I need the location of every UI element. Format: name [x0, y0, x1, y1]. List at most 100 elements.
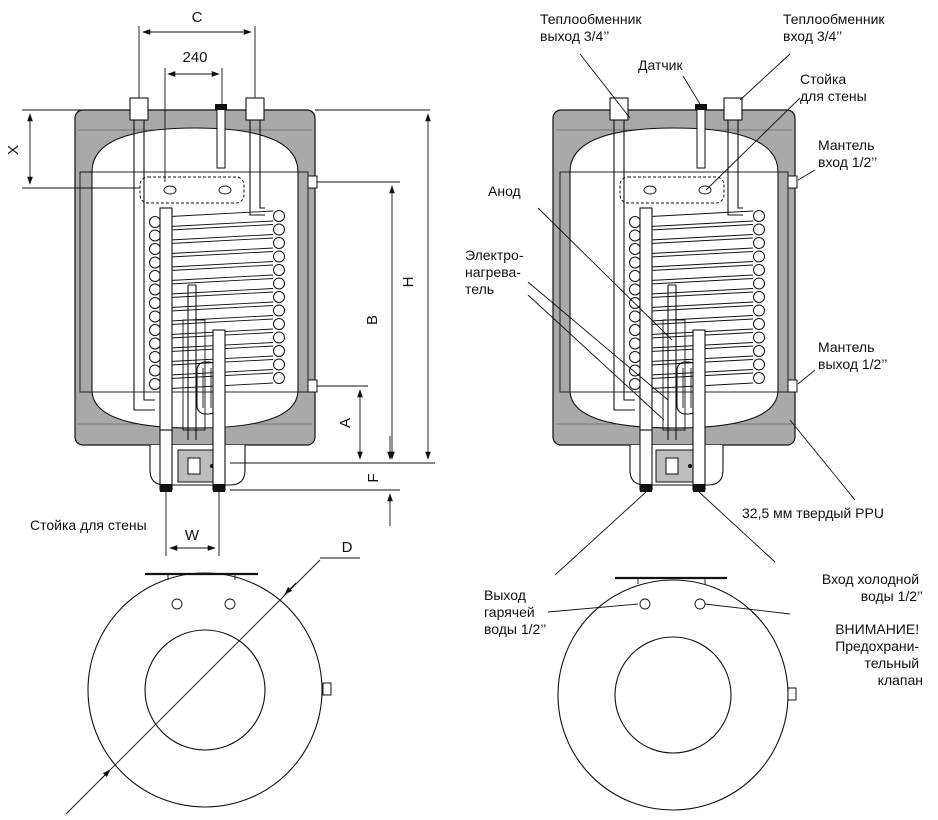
- coil-tube-line: [160, 291, 274, 299]
- coil-tube-line: [640, 220, 754, 228]
- coil-turn: [149, 283, 161, 296]
- coil-tube-line: [160, 301, 274, 309]
- right-mantle-out-nozzle: [787, 379, 798, 393]
- coil-tube-line: [160, 247, 274, 255]
- coil-turn: [273, 291, 285, 303]
- right-sensor: [696, 107, 706, 169]
- coil-turn: [273, 223, 285, 236]
- coil-turn: [629, 310, 641, 323]
- coil-tube-line: [160, 288, 274, 295]
- coil-turn: [149, 324, 161, 336]
- left-exchanger-out-pipe: [129, 97, 149, 121]
- left-top-view: D: [65, 539, 360, 815]
- left-exchanger-in-pipe: [245, 97, 265, 121]
- coil-turn: [149, 216, 161, 228]
- left-wall-bracket-dashed: [139, 176, 245, 204]
- coil-turn: [753, 237, 765, 249]
- coil-turn: [149, 229, 161, 242]
- coil-turn: [753, 331, 765, 344]
- label-exchanger-out: Теплообменник выход 3/4’’: [540, 11, 645, 44]
- coil-turn: [149, 310, 161, 323]
- coil-turn: [273, 277, 285, 290]
- coil-turn: [629, 270, 641, 282]
- coil-turn: [629, 256, 641, 269]
- coil-tube-line: [640, 291, 754, 299]
- left-mantle-out-nozzle: [307, 379, 318, 393]
- coil-turn: [273, 304, 285, 317]
- coil-turn: [149, 270, 161, 282]
- coil-tube-line: [160, 261, 274, 268]
- coil-turn: [629, 324, 641, 336]
- coil-turn: [629, 283, 641, 296]
- coil-turn: [273, 250, 285, 263]
- coil-turn: [149, 256, 161, 269]
- label-cold-in: Вход холодной воды 1/2’’: [822, 571, 923, 604]
- coil-turn: [149, 351, 161, 363]
- label-mantle-out: Мантель выход 1/2’’: [818, 339, 887, 372]
- coil-tube-line: [640, 247, 754, 255]
- coil-tube-line: [640, 315, 754, 322]
- right-inner-circle: [614, 636, 732, 754]
- coil-tube-line: [160, 251, 274, 258]
- dim-d-label: D: [342, 539, 353, 556]
- dim-a-label: A: [337, 418, 354, 428]
- coil-tube-line: [640, 224, 754, 231]
- coil-turn: [273, 372, 285, 384]
- right-labels: Теплообменник выход 3/4’’ Теплообменник …: [465, 11, 923, 688]
- left-anode: [187, 284, 197, 440]
- left-inner-circle: [144, 629, 266, 751]
- coil-turn: [753, 210, 765, 222]
- dim-h-label: H: [400, 277, 417, 288]
- left-mantle-in-nozzle: [307, 175, 318, 189]
- left-dimensions: C 240 X H B A F W Стойка для стены: [5, 9, 435, 556]
- label-insulation: 32,5 мм твердый PPU: [742, 505, 884, 521]
- coil-turn: [629, 337, 641, 350]
- dim-x-label: X: [5, 145, 22, 155]
- coil-tube-line: [160, 315, 274, 322]
- coil-tube-line: [160, 220, 274, 228]
- coil-tube-line: [640, 278, 754, 285]
- coil-turn: [753, 223, 765, 236]
- coil-turn: [273, 210, 285, 222]
- coil-turn: [149, 243, 161, 255]
- left-front-view: [74, 97, 318, 492]
- coil-turn: [273, 264, 285, 276]
- coil-turn: [629, 364, 641, 377]
- coil-tube-line: [160, 278, 274, 285]
- right-mantle-in-nozzle: [787, 175, 798, 189]
- dim-w-label: W: [185, 527, 200, 544]
- coil-turn: [753, 291, 765, 303]
- coil-tube-line: [640, 301, 754, 309]
- coil-turn: [629, 243, 641, 255]
- coil-tube-line: [640, 274, 754, 282]
- coil-turn: [753, 250, 765, 263]
- coil-tube-line: [640, 251, 754, 258]
- right-anode: [667, 284, 677, 440]
- coil-tube-line: [640, 264, 754, 272]
- coil-tube-line: [160, 318, 274, 326]
- left-outer-circle: [87, 572, 323, 808]
- coil-tube-line: [160, 234, 274, 241]
- right-wall-bracket-dashed: [619, 176, 725, 204]
- coil-turn: [273, 318, 285, 330]
- dim-c-label: C: [192, 9, 203, 26]
- coil-turn: [273, 345, 285, 357]
- coil-turn: [753, 358, 765, 371]
- dim-f-label: F: [365, 473, 382, 482]
- label-heater: Электро- нагрева- тель: [465, 247, 527, 297]
- coil-turn: [273, 358, 285, 371]
- coil-tube-line: [640, 237, 754, 245]
- coil-turn: [629, 351, 641, 363]
- coil-tube-line: [160, 224, 274, 231]
- label-warning: ВНИМАНИЕ! Предохрани- тельный клапан: [835, 621, 923, 688]
- coil-turn: [753, 372, 765, 384]
- coil-turn: [629, 229, 641, 242]
- label-wall-bracket: Стойка для стены: [800, 71, 867, 104]
- coil-turn: [629, 216, 641, 228]
- coil-turn: [753, 318, 765, 330]
- left-sensor: [216, 107, 226, 169]
- coil-tube-line: [640, 210, 754, 218]
- right-exchanger-in-pipe: [723, 97, 743, 121]
- coil-turn: [149, 337, 161, 350]
